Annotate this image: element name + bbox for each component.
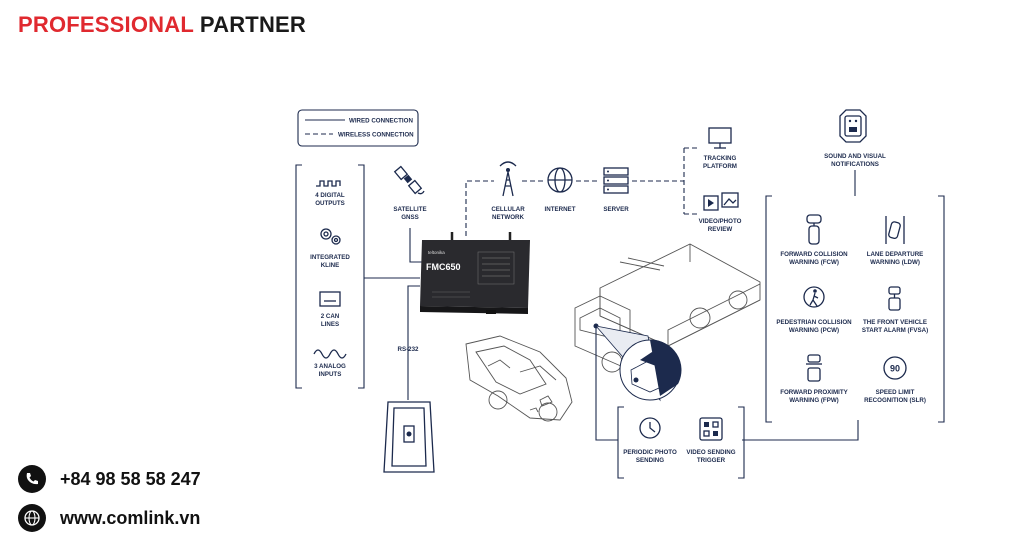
forward-collision-icon <box>806 214 822 245</box>
device-brand: teltonika <box>428 250 445 255</box>
brand-part1: PROFESSIONAL <box>18 12 194 37</box>
camera-links <box>595 328 859 441</box>
input-label: 2 CAN <box>321 313 340 320</box>
speed-limit-value: 90 <box>890 364 900 374</box>
device-model: FMC650 <box>426 262 461 272</box>
satellite-label: GNSS <box>401 214 419 221</box>
adas-label: WARNING (LDW) <box>870 259 920 266</box>
phone-number: +84 98 58 58 247 <box>60 468 201 489</box>
adas-label: THE FRONT VEHICLE <box>863 319 927 326</box>
rs232-camera: RS-232 <box>383 285 435 473</box>
input-label: KLINE <box>321 262 340 269</box>
adas-label: LANE DEPARTURE <box>867 251 924 258</box>
gears-icon <box>320 228 341 245</box>
website-url: www.comlink.vn <box>60 507 201 528</box>
input-label: 3 ANALOG <box>314 363 346 370</box>
input-label: LINES <box>321 321 339 328</box>
cellular-label: CELLULAR <box>491 206 525 213</box>
notifications-label: SOUND AND VISUAL <box>824 153 886 160</box>
trigger-box: PERIODIC PHOTO SENDING VIDEO SENDING TRI… <box>617 406 745 479</box>
truck-illustration <box>574 243 761 402</box>
adas-label: SPEED LIMIT <box>876 389 915 396</box>
inputs-group: 4 DIGITAL OUTPUTS INTEGRATED KLINE 2 CAN… <box>295 164 420 389</box>
speed-limit-icon: 90 <box>883 356 907 380</box>
adas-label: RECOGNITION (SLR) <box>864 397 926 404</box>
rs232-label: RS-232 <box>398 346 420 353</box>
brand-part2: PARTNER <box>199 12 306 37</box>
input-label: INTEGRATED <box>310 254 350 261</box>
notifications-label: NOTIFICATIONS <box>831 161 879 168</box>
server-label: SERVER <box>603 206 629 213</box>
adas-label: WARNING (FPW) <box>789 397 839 404</box>
adas-box: FORWARD COLLISION WARNING (FCW) LANE DEP… <box>765 195 945 423</box>
network-chain: SATELLITE GNSS CELLULAR NETWORK INTERNET… <box>393 127 742 263</box>
dashcam-icon <box>383 401 435 473</box>
legend-wired: WIRED CONNECTION <box>349 118 413 125</box>
input-label: OUTPUTS <box>315 200 345 207</box>
monitor-icon <box>708 127 732 149</box>
video-label: VIDEO/PHOTO <box>699 218 742 225</box>
adas-label: START ALARM (FVSA) <box>862 327 928 334</box>
legend: WIRED CONNECTION WIRELESS CONNECTION <box>297 109 419 147</box>
phone-icon <box>18 465 46 493</box>
globe-network-icon <box>547 167 573 193</box>
trigger-label: TRIGGER <box>697 457 726 464</box>
tracking-label: TRACKING <box>704 155 737 162</box>
adas-label: FORWARD COLLISION <box>780 251 848 258</box>
notification-display-icon <box>839 109 867 143</box>
digital-wave-icon <box>316 180 341 187</box>
analog-wave-icon <box>313 349 347 359</box>
clock-icon <box>639 417 661 439</box>
input-label: INPUTS <box>319 371 342 378</box>
pedestrian-icon <box>803 286 825 308</box>
satellite-label: SATELLITE <box>393 206 426 213</box>
cellular-label: NETWORK <box>492 214 524 221</box>
can-lines-icon <box>319 291 341 307</box>
lane-departure-icon <box>885 216 905 244</box>
adas-label: WARNING (FCW) <box>789 259 839 266</box>
input-label: 4 DIGITAL <box>315 192 345 199</box>
adas-label: PEDESTRIAN COLLISION <box>776 319 852 326</box>
trigger-label: SENDING <box>636 457 664 464</box>
legend-wireless: WIRELESS CONNECTION <box>338 132 414 139</box>
tracking-label: PLATFORM <box>703 163 737 170</box>
forward-proximity-icon <box>806 354 822 382</box>
fmc650-device: teltonika FMC650 <box>420 232 530 314</box>
contact-website[interactable]: www.comlink.vn <box>18 504 200 532</box>
satellite-icon <box>393 165 425 195</box>
notifications: SOUND AND VISUAL NOTIFICATIONS <box>824 109 886 196</box>
globe-icon <box>18 504 46 532</box>
adas-label: FORWARD PROXIMITY <box>780 389 848 396</box>
car-illustration <box>465 335 573 422</box>
brand-title: PROFESSIONAL PARTNER <box>18 12 306 38</box>
video-photo-icon <box>703 192 739 211</box>
trigger-label: PERIODIC PHOTO <box>623 449 677 456</box>
front-vehicle-icon <box>888 286 901 311</box>
video-label: REVIEW <box>708 226 733 233</box>
internet-label: INTERNET <box>545 206 576 213</box>
trigger-label: VIDEO SENDING <box>686 449 735 456</box>
cell-tower-icon <box>499 161 517 197</box>
contact-phone[interactable]: +84 98 58 58 247 <box>18 465 201 493</box>
server-icon <box>603 167 629 194</box>
trigger-icon <box>699 417 723 441</box>
adas-label: WARNING (PCW) <box>789 327 839 334</box>
